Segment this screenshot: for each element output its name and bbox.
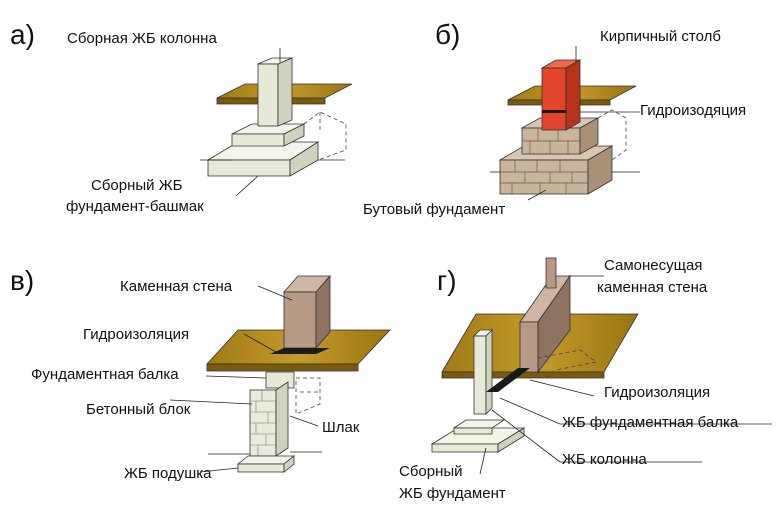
label-rc-column: ЖБ колонна bbox=[562, 451, 647, 468]
panel-v-letter: в) bbox=[10, 265, 35, 296]
waterproof-b bbox=[542, 110, 566, 113]
panel-a-letter: а) bbox=[10, 19, 35, 50]
label-precast-rc-foundation-1: Сборный bbox=[399, 463, 463, 480]
label-precast-footing-1: Сборный ЖБ bbox=[91, 177, 183, 194]
waterproof-v bbox=[270, 348, 330, 354]
label-precast-column: Сборная ЖБ колонна bbox=[67, 30, 217, 47]
panel-g-drawing bbox=[430, 257, 772, 475]
label-waterproofing-b: Гидроизодяция bbox=[640, 102, 747, 119]
label-precast-footing-2: фундамент-башмак bbox=[66, 198, 204, 215]
label-rubble-foundation: Бутовый фундамент bbox=[363, 201, 506, 218]
label-rc-foundation-beam: ЖБ фундаментная балка bbox=[562, 414, 739, 431]
foundation-beam-v bbox=[265, 371, 295, 389]
label-brick-pillar: Кирпичный столб bbox=[600, 28, 721, 45]
label-waterproofing-g: Гидроизоляция bbox=[604, 384, 711, 401]
label-self-supporting-wall-2: каменная стена bbox=[597, 279, 708, 296]
panel-g-letter: г) bbox=[437, 265, 457, 296]
label-stone-wall: Каменная стена bbox=[120, 278, 233, 295]
label-waterproofing-v: Гидроизоляция bbox=[83, 326, 190, 343]
concrete-blocks-v bbox=[249, 381, 289, 457]
label-self-supporting-wall-1: Самонесущая bbox=[604, 257, 703, 274]
slag-v bbox=[295, 377, 321, 415]
panel-b-letter: б) bbox=[435, 19, 461, 50]
panel-v-drawing bbox=[169, 274, 391, 473]
panel-a-drawing bbox=[200, 48, 353, 197]
label-foundation-beam-v: Фундаментная балка bbox=[31, 366, 179, 383]
label-slag: Шлак bbox=[322, 419, 360, 436]
label-rc-cushion: ЖБ подушка bbox=[124, 465, 212, 482]
foundation-beam-g bbox=[486, 368, 530, 392]
label-concrete-block: Бетонный блок bbox=[86, 401, 191, 418]
label-precast-rc-foundation-2: ЖБ фундамент bbox=[399, 485, 506, 502]
panel-b-drawing bbox=[490, 46, 640, 201]
